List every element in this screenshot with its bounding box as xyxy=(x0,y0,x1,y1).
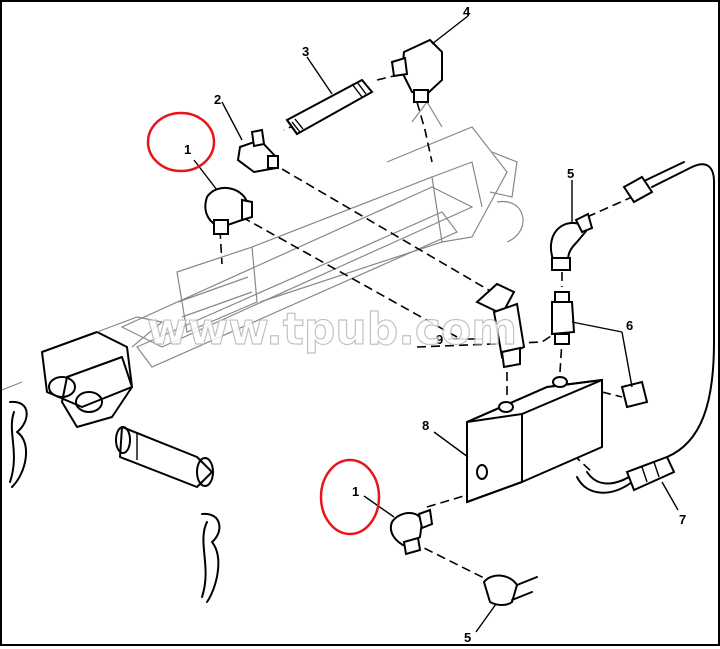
elbow-fitting-5-upper xyxy=(550,212,594,271)
leader-lines xyxy=(193,15,679,633)
callout-7: 7 xyxy=(679,512,686,527)
hair-pins xyxy=(9,400,221,603)
elbow-fitting-lower xyxy=(389,508,434,556)
pipe-nipple xyxy=(285,78,374,136)
callout-4: 4 xyxy=(463,4,471,19)
manifold-block xyxy=(466,376,603,504)
highlight-circle-upper xyxy=(146,111,216,173)
elbow-fitting-5-lower xyxy=(482,574,538,606)
callout-1-upper: 1 xyxy=(184,142,191,157)
callout-2: 2 xyxy=(214,92,221,107)
callout-8: 8 xyxy=(422,418,429,433)
elbow-fitting-upper xyxy=(204,187,253,235)
callout-1-lower: 1 xyxy=(352,484,359,499)
callout-9: 9 xyxy=(436,332,443,347)
clevis-pin xyxy=(115,426,214,488)
connector-fittings xyxy=(551,291,649,409)
elbow-fitting-top xyxy=(390,38,443,103)
highlight-circle-lower xyxy=(319,458,381,536)
hydraulic-cylinder xyxy=(120,100,524,368)
tee-fitting xyxy=(236,128,279,174)
watermark: www.tpub.com xyxy=(147,304,517,355)
adapter-fitting xyxy=(475,282,526,369)
callout-6: 6 xyxy=(626,318,633,333)
clevis xyxy=(0,316,164,428)
hose-assembly xyxy=(576,161,715,494)
callout-3: 3 xyxy=(302,44,309,59)
callout-5-lower: 5 xyxy=(464,630,471,644)
callout-5-upper: 5 xyxy=(567,166,574,181)
callout-labels: 1 2 3 4 5 6 7 8 9 1 5 xyxy=(184,4,686,645)
